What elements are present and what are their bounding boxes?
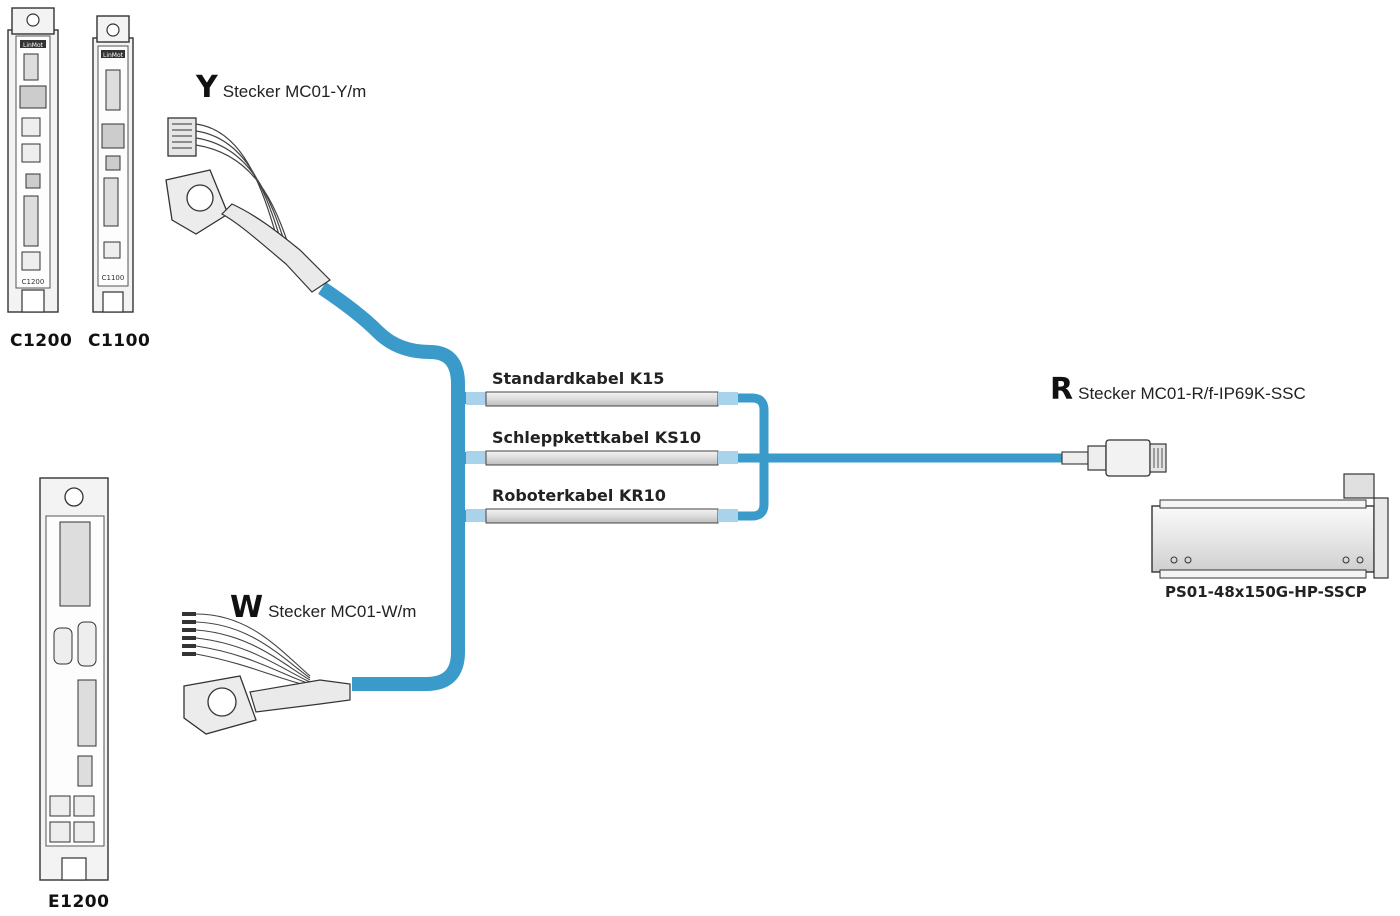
cable-standard [466,391,738,407]
y-connector-label: Y Stecker MC01-Y/m [196,70,366,105]
c1100-badge: C1100 [102,274,125,282]
w-connector-text: Stecker MC01-W/m [268,602,417,621]
y-connector-plug [165,117,331,293]
c1200-logo: LinMot [23,42,44,49]
c1100-logo: LinMot [103,52,124,59]
w-connector-letter: W [230,590,264,625]
c1200-badge: C1200 [22,278,45,286]
r-connector-text: Stecker MC01-R/f-IP69K-SSC [1078,384,1306,403]
e1200-drive [39,477,109,881]
y-connector-text: Stecker MC01-Y/m [222,82,367,101]
c1100-label: C1100 [88,331,151,351]
cable-robot-label: Roboterkabel KR10 [492,486,666,505]
y-connector-letter: Y [196,70,218,105]
w-connector-label: W Stecker MC01-W/m [230,590,416,625]
cable-drag-chain-label: Schleppkettkabel KS10 [492,428,701,447]
r-connector-plug [1061,439,1167,477]
c1200-label: C1200 [10,331,73,351]
motor-label: PS01-48x150G-HP-SSCP [1165,583,1367,601]
cable-standard-label: Standardkabel K15 [492,369,665,388]
c1100-drive: LinMot C1100 [92,15,134,313]
r-connector-letter: R [1050,372,1074,407]
trunk-cable [318,282,465,691]
r-connector-label: R Stecker MC01-R/f-IP69K-SSC [1050,372,1306,407]
e1200-label: E1200 [48,892,110,912]
c1200-drive: LinMot C1200 [7,7,59,313]
w-connector-plug [182,612,351,735]
cable-drag-chain [466,450,738,466]
cable-robot [466,508,738,524]
linear-motor [1151,473,1389,579]
